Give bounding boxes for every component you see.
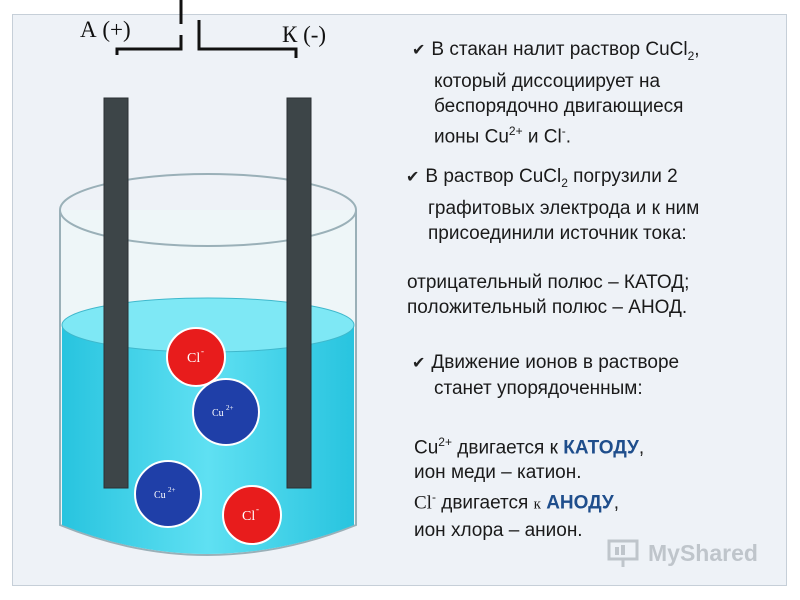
ion-cl-1: Cl - xyxy=(166,327,226,387)
text-block-poles: отрицательный полюс – КАТОД; положительн… xyxy=(407,272,690,318)
watermark-text: MyShared xyxy=(648,540,758,566)
svg-text:-: - xyxy=(256,504,259,514)
beaker-rim xyxy=(59,173,357,247)
myshared-watermark: MyShared xyxy=(606,538,766,572)
text-block-ion-movement: ✔Движение ионов в растворе станет упоряд… xyxy=(412,352,680,399)
ion-cu-2: Cu 2+ xyxy=(134,460,202,528)
ion-cu-1: Cu 2+ xyxy=(192,378,260,446)
checkmark-icon: ✔ xyxy=(412,42,426,59)
svg-text:Cu: Cu xyxy=(212,408,224,419)
svg-text:2+: 2+ xyxy=(168,486,176,494)
cathode-label: К (-) xyxy=(282,22,326,47)
svg-text:Cl: Cl xyxy=(187,351,200,366)
cathode-electrode xyxy=(286,97,312,489)
presentation-screen-icon xyxy=(607,539,639,567)
checkmark-icon: ✔ xyxy=(406,169,420,186)
svg-text:-: - xyxy=(201,346,204,356)
svg-text:Cl: Cl xyxy=(242,509,255,524)
circuit-wires xyxy=(115,0,298,58)
anode-electrode xyxy=(103,97,129,489)
text-block-dissociation: ✔В стакан налит раствор CuCl2, который д… xyxy=(412,39,700,148)
text-block-ion-directions: Cu2+ двигается к КАТОДУ, ион меди – кати… xyxy=(414,435,645,541)
ion-cl-2: Cl - xyxy=(222,485,282,545)
checkmark-icon: ✔ xyxy=(412,355,426,372)
text-block-electrodes: ✔В раствор CuCl2 погрузили 2 графитовых … xyxy=(406,166,700,244)
anode-label: А (+) xyxy=(80,17,131,42)
svg-text:2+: 2+ xyxy=(226,404,234,412)
svg-text:Cu: Cu xyxy=(154,490,166,501)
